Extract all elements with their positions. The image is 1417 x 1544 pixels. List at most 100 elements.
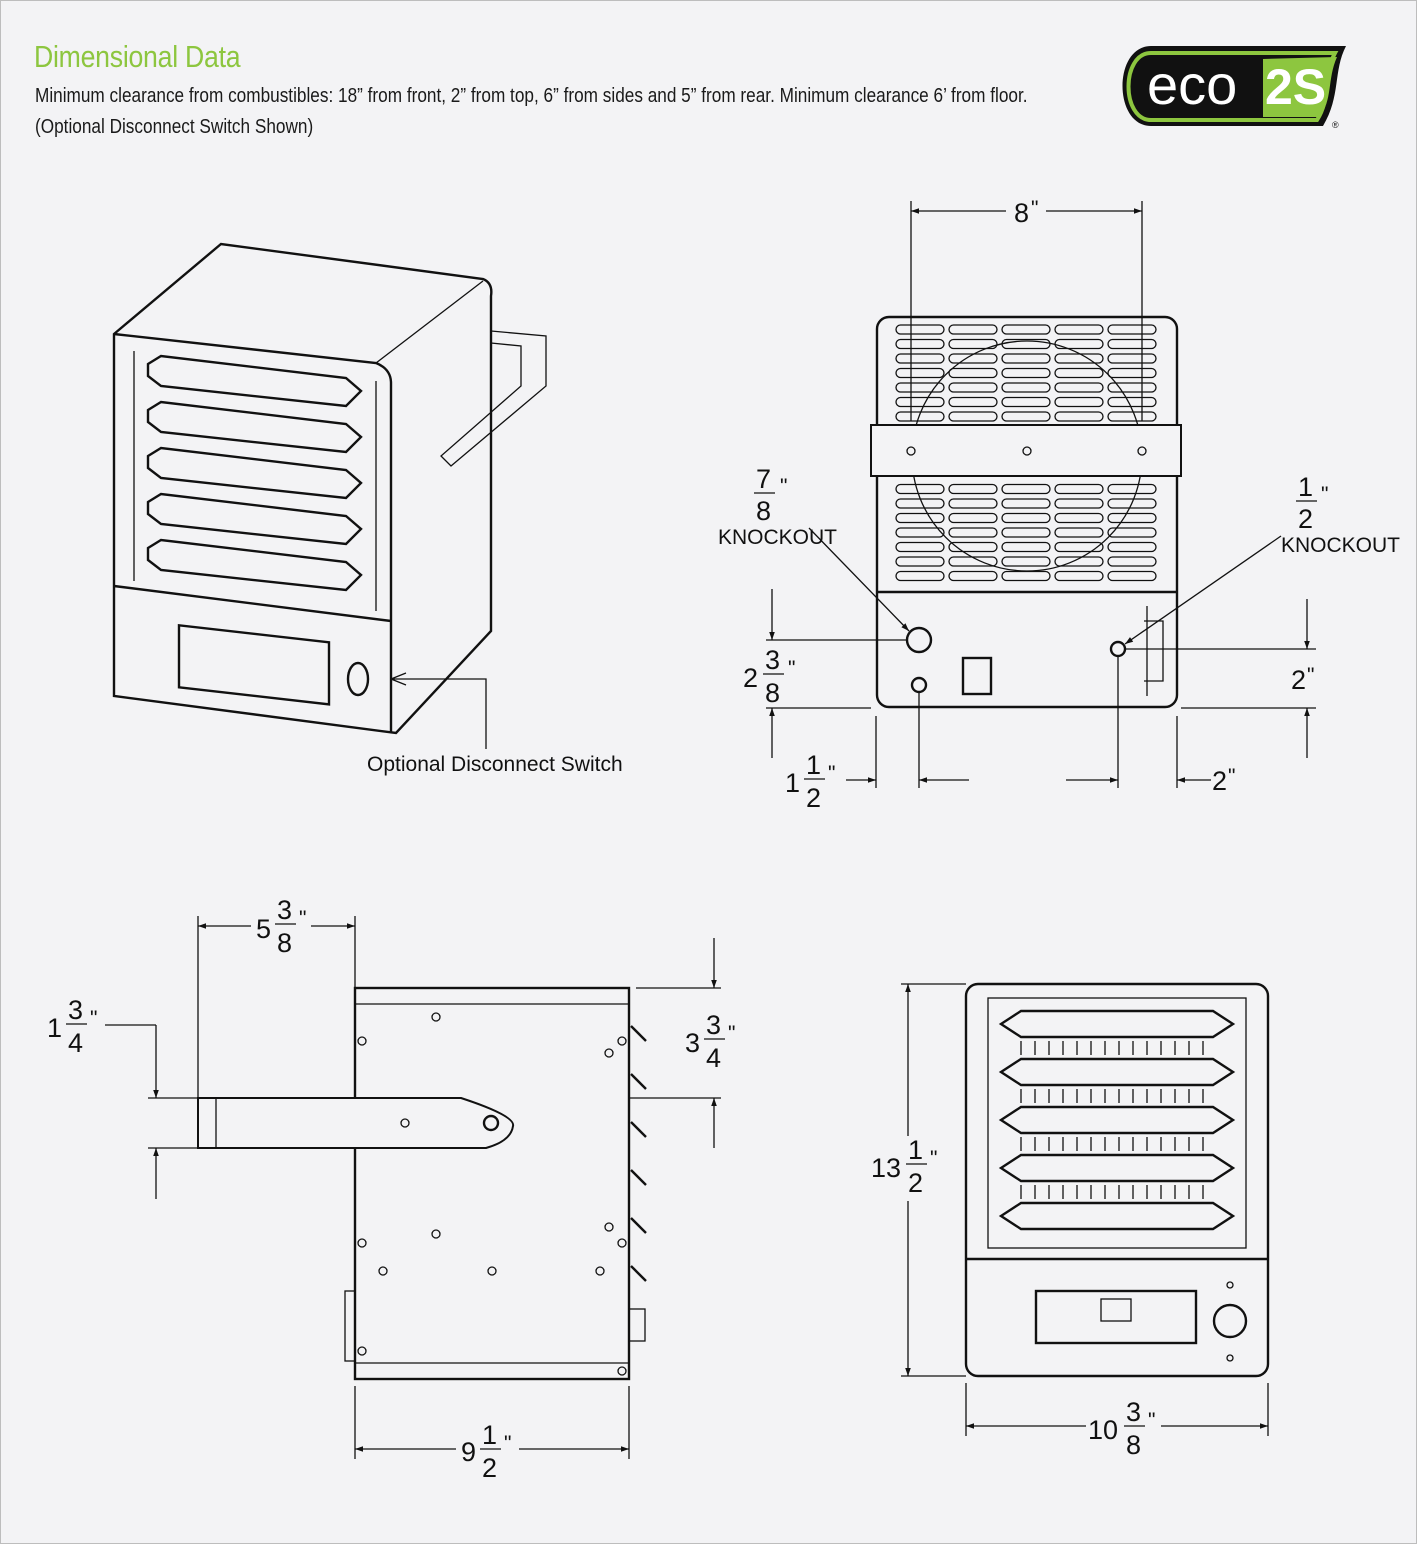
louver: [998, 1105, 1236, 1135]
grille-slot: [1107, 570, 1157, 582]
dim-bracket-projection: 5 3 8 ": [256, 895, 306, 958]
screw: [400, 1118, 410, 1128]
dim-unit: ": [1307, 664, 1314, 687]
grille-slot: [1107, 498, 1157, 509]
dim-denominator: 4: [706, 1043, 721, 1073]
grille-slot: [895, 382, 945, 393]
grille-slot: [948, 396, 998, 408]
louver: [998, 1153, 1236, 1183]
dim-left-knockout-height: 2 3 8 ": [743, 645, 795, 708]
grille-slot: [1107, 411, 1157, 422]
dim-unit: ": [788, 657, 795, 680]
grille-slot: [1107, 382, 1157, 393]
dim-denominator: 8: [765, 678, 780, 708]
grille-slot: [948, 498, 998, 509]
screw: [617, 1036, 627, 1046]
grille-slot: [1054, 382, 1104, 393]
dim-denominator: 4: [68, 1028, 83, 1058]
dim-numerator: 1: [806, 750, 821, 780]
dim-whole: 8: [1014, 198, 1029, 228]
grille-slot: [895, 338, 945, 350]
dim-unit: ": [1228, 765, 1235, 788]
dim-numerator: 3: [1126, 1397, 1141, 1427]
vent-slot: [630, 1265, 647, 1282]
grille-slot: [1054, 367, 1104, 379]
dim-whole: 5: [256, 914, 271, 944]
grille-slot: [1001, 512, 1051, 524]
grille-slot: [895, 483, 945, 495]
screw: [604, 1222, 614, 1232]
louver: [146, 538, 363, 592]
dim-height: 13 1 2 ": [871, 1135, 937, 1198]
dim-bracket-height: 1 3 4 ": [47, 995, 97, 1058]
screw: [487, 1266, 497, 1276]
grille-slot: [1054, 498, 1104, 509]
screw: [617, 1238, 627, 1248]
louver: [146, 400, 363, 454]
louver: [998, 1057, 1236, 1087]
grille-slot: [1001, 411, 1051, 422]
dim-numerator: 3: [706, 1010, 721, 1040]
grille-slot: [948, 324, 998, 335]
grille-slot: [1054, 541, 1104, 553]
screw: [431, 1229, 441, 1239]
dim-unit: ": [1031, 197, 1038, 220]
grille-slot: [948, 411, 998, 422]
dim-whole: 10: [1088, 1415, 1118, 1445]
grille-slot: [1001, 541, 1051, 553]
dim-unit: ": [504, 1432, 511, 1455]
dim-unit: ": [90, 1007, 97, 1030]
dim-whole: 2: [1291, 665, 1306, 695]
dim-denominator: 2: [482, 1453, 497, 1483]
grille-slot: [948, 541, 998, 553]
dim-left-knockout-offset: 1 1 2 ": [785, 750, 835, 813]
grille-slot: [895, 324, 945, 335]
grille-slot: [1107, 338, 1157, 350]
dim-numerator: 3: [277, 895, 292, 925]
dim-whole: 1: [785, 768, 800, 798]
grille-slot: [895, 411, 945, 422]
dim-unit: ": [780, 475, 787, 498]
logo-2s-text: 2S: [1265, 59, 1326, 115]
dim-numerator: 1: [482, 1420, 497, 1450]
grille-slot: [948, 483, 998, 495]
screw: [595, 1266, 605, 1276]
dim-whole: 1: [47, 1013, 62, 1043]
screw: [357, 1238, 367, 1248]
grille-slot: [895, 367, 945, 379]
grille-slot: [948, 367, 998, 379]
screw: [357, 1346, 367, 1356]
dim-right-knockout-height: 2 ": [1291, 664, 1314, 695]
isometric-heater-view: [112, 242, 547, 749]
grille-slot: [1054, 527, 1104, 538]
dim-depth: 9 1 2 ": [461, 1420, 511, 1483]
grille-slot: [1001, 498, 1051, 509]
louver: [998, 1009, 1236, 1039]
dim-rear-width: 8 ": [1014, 197, 1038, 228]
dim-unit: ": [1321, 483, 1328, 506]
grille-slot: [948, 570, 998, 582]
louver: [146, 446, 363, 500]
grille-slot: [1107, 396, 1157, 408]
grille-slot: [1001, 353, 1051, 364]
dim-denominator: 8: [277, 928, 292, 958]
dim-denominator: 2: [908, 1168, 923, 1198]
louver: [998, 1201, 1236, 1231]
control-panel: [1034, 1289, 1198, 1345]
dim-whole: 3: [685, 1028, 700, 1058]
screw: [431, 1012, 441, 1022]
grille-slot: [895, 498, 945, 509]
clearance-note: Minimum clearance from combustibles: 18”…: [35, 85, 1028, 107]
dim-numerator: 3: [765, 645, 780, 675]
dim-knockout-large: 7 8 " KNOCKOUT: [718, 464, 837, 549]
page-title: Dimensional Data: [34, 39, 241, 74]
grille-slot: [1001, 382, 1051, 393]
dim-whole: 2: [1212, 766, 1227, 796]
screw: [357, 1036, 367, 1046]
dim-numerator: 3: [68, 995, 83, 1025]
grille-slot: [1054, 512, 1104, 524]
louver: [146, 354, 363, 408]
disconnect-switch-knob-front: [1212, 1303, 1248, 1339]
dim-denominator: 8: [756, 496, 771, 526]
